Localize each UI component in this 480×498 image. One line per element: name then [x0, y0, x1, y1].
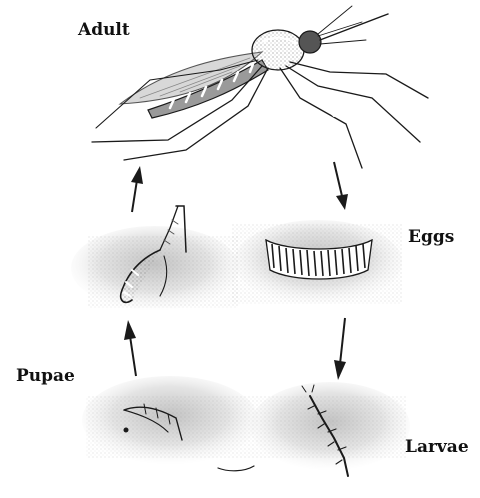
- eggs-label: Eggs: [408, 227, 454, 247]
- arrow-eggs-to-larvae: [334, 318, 346, 380]
- eggs-illustration: [232, 220, 402, 304]
- larvae-illustration: [82, 376, 410, 476]
- larvae-label: Larvae: [405, 437, 469, 457]
- arrow-adult-to-eggs: [334, 162, 348, 210]
- arrow-pupae-to-adult: [131, 166, 143, 212]
- adult-label: Adult: [78, 20, 130, 40]
- pupae-label: Pupae: [16, 366, 75, 386]
- arrow-larvae-to-pupae: [124, 320, 136, 376]
- pupa-illustration: [71, 206, 239, 310]
- adult-mosquito-illustration: [92, 6, 428, 168]
